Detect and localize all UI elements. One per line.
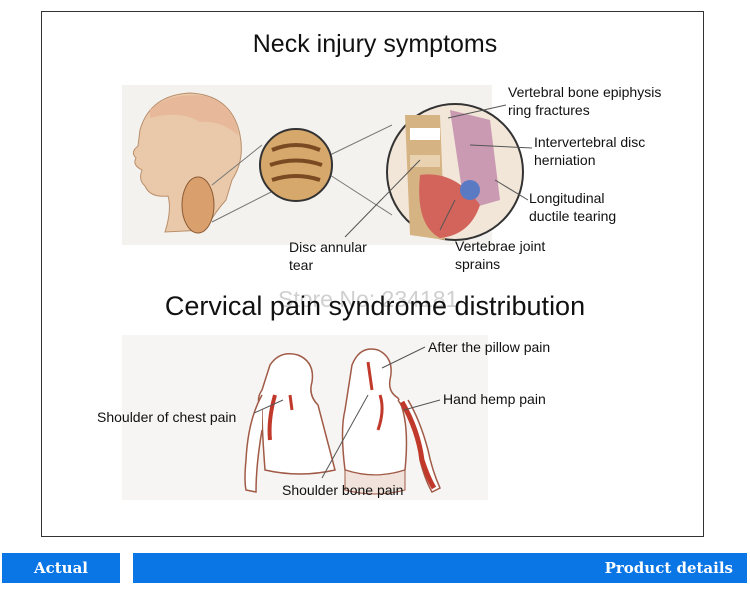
label-hand-hemp-pain: Hand hemp pain (443, 391, 546, 407)
tab-product-details[interactable]: Product details (133, 553, 747, 583)
anatomy-illustration (122, 85, 533, 500)
neck-injury-title: Neck injury symptoms (252, 30, 498, 58)
cervical-pain-title: Cervical pain syndrome distribution (164, 291, 586, 321)
label-shoulder-bone-pain: Shoulder bone pain (282, 482, 404, 498)
zoom-lines (211, 124, 393, 223)
vertebra-closeup (386, 103, 524, 241)
pain-pointer-lines (253, 346, 441, 479)
body-figures (244, 348, 441, 495)
store-watermark: Store No: 234181 (278, 286, 459, 312)
label-pillow-pain: After the pillow pain (428, 339, 551, 355)
label-chest-pain: Shoulder of chest pain (97, 409, 237, 425)
spine-closeup (259, 128, 333, 202)
neck-vertebrae (181, 176, 215, 234)
head-figure (132, 92, 242, 234)
tab-actual-filming[interactable]: Actual filming (2, 553, 120, 607)
neck-pointer-lines (344, 104, 533, 238)
